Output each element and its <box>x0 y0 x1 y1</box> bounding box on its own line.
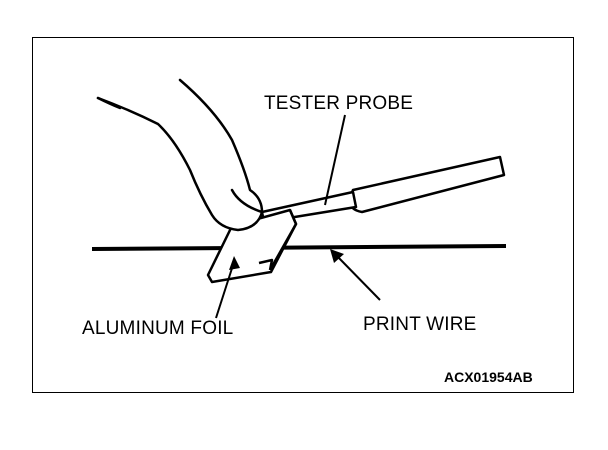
tester-probe-label: TESTER PROBE <box>264 93 414 114</box>
leader-lines <box>215 114 381 319</box>
aluminum-foil-leader <box>215 261 235 319</box>
hand <box>96 78 264 232</box>
print-wire-label: PRINT WIRE <box>363 314 477 335</box>
figure-frame <box>32 37 574 393</box>
figure-code: ACX01954AB <box>444 369 533 385</box>
aluminum-foil-arrow <box>229 256 240 270</box>
print-wire-arrow <box>330 249 344 263</box>
tester-probe <box>260 155 506 224</box>
aluminum-foil <box>206 208 298 284</box>
tester-probe-leader <box>324 114 346 206</box>
print-wire-leader <box>335 254 381 301</box>
aluminum-foil-label: ALUMINUM FOIL <box>82 318 234 339</box>
print-wire-line <box>91 244 507 251</box>
